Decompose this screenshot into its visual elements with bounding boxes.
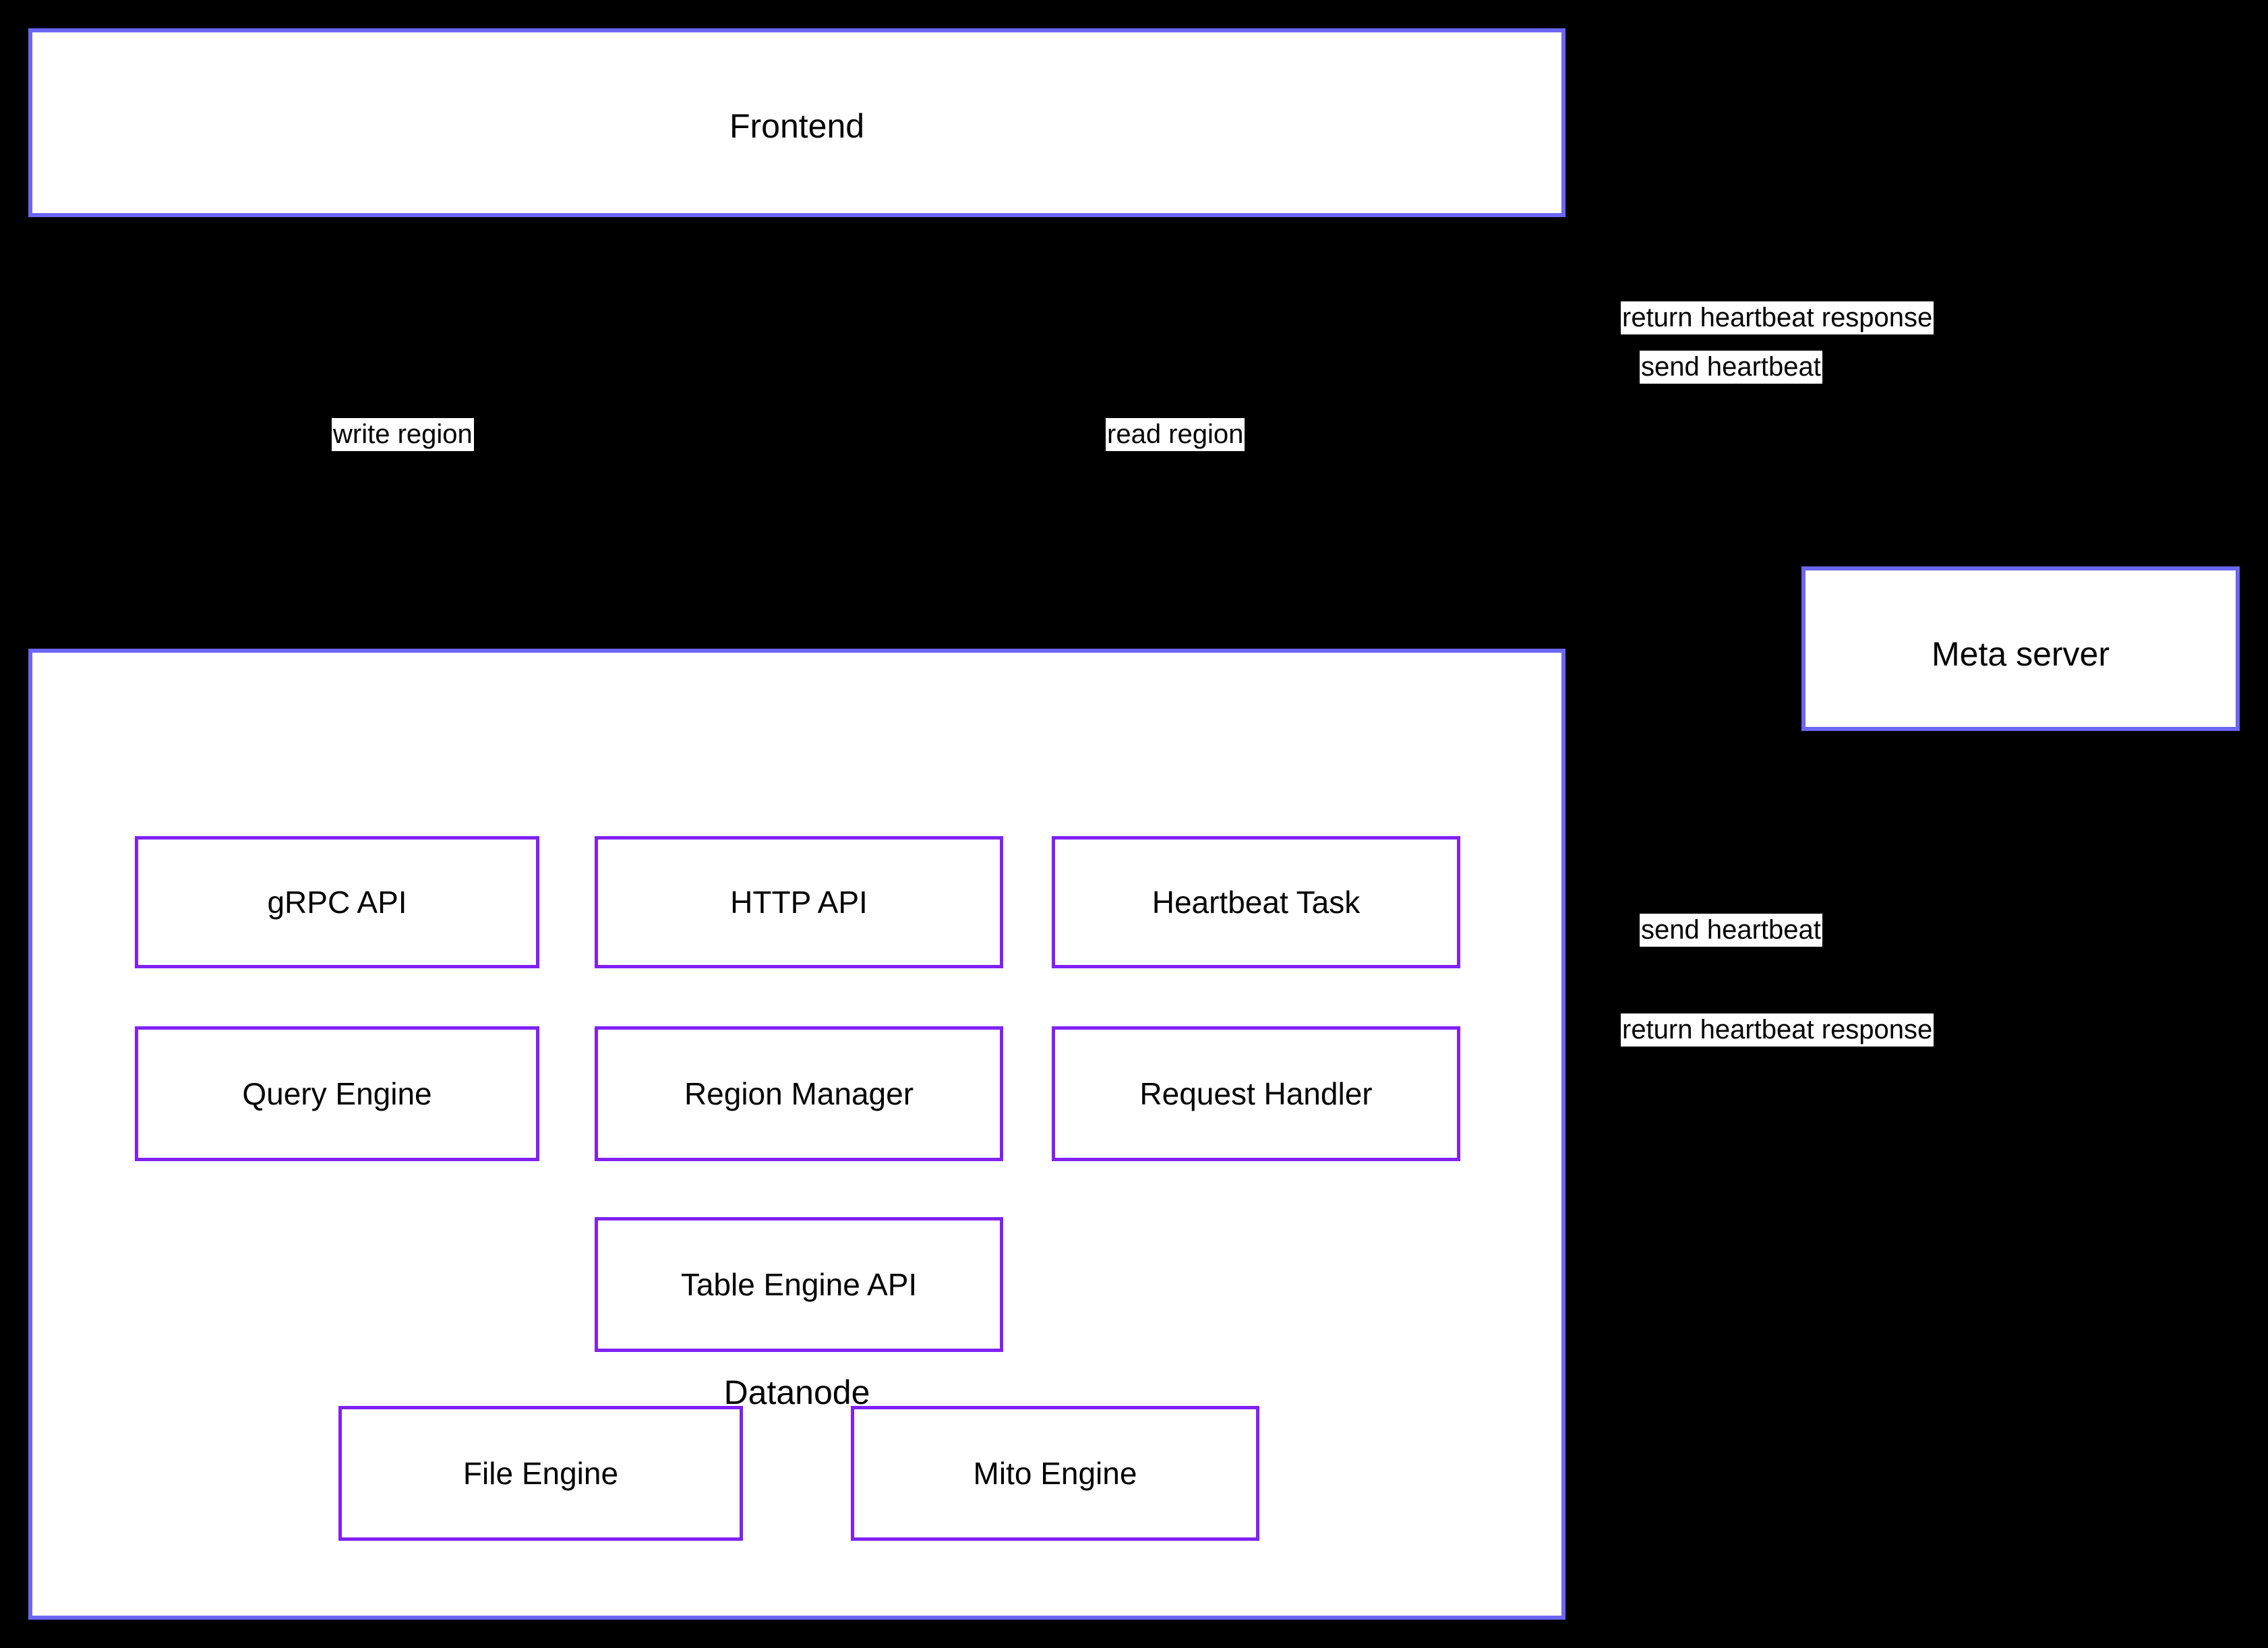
mito-engine-label: Mito Engine xyxy=(973,1455,1137,1491)
frontend-node[interactable]: Frontend xyxy=(28,28,1565,217)
request-handler-label: Request Handler xyxy=(1139,1076,1373,1111)
datanode-label: Datanode xyxy=(723,1374,870,1411)
edge-label-read-region: read region xyxy=(1106,418,1245,452)
heartbeat-task-label: Heartbeat Task xyxy=(1152,884,1361,920)
http-api-label: HTTP API xyxy=(730,884,868,920)
datanode-component-table-engine-api[interactable]: Table Engine API xyxy=(595,1217,1003,1352)
edge-label-return-heartbeat-response-bottom: return heartbeat response xyxy=(1621,1013,1934,1047)
file-engine-label: File Engine xyxy=(462,1455,619,1491)
datanode-component-request-handler[interactable]: Request Handler xyxy=(1052,1026,1460,1161)
datanode-component-heartbeat-task[interactable]: Heartbeat Task xyxy=(1052,836,1460,968)
datanode-component-mito-engine[interactable]: Mito Engine xyxy=(851,1406,1259,1541)
datanode-component-query-engine[interactable]: Query Engine xyxy=(135,1026,539,1161)
datanode-component-region-manager[interactable]: Region Manager xyxy=(595,1026,1003,1161)
grpc-api-label: gRPC API xyxy=(267,884,407,920)
meta-server-node[interactable]: Meta server xyxy=(1801,566,2240,731)
edge-label-send-heartbeat-bottom: send heartbeat xyxy=(1640,914,1822,947)
query-engine-label: Query Engine xyxy=(242,1076,432,1111)
edge-label-send-heartbeat-top: send heartbeat xyxy=(1640,351,1822,384)
datanode-component-file-engine[interactable]: File Engine xyxy=(338,1406,743,1541)
edge-label-return-heartbeat-response-top: return heartbeat response xyxy=(1621,301,1934,335)
table-engine-api-label: Table Engine API xyxy=(680,1266,918,1302)
meta-server-label: Meta server xyxy=(1932,635,2110,673)
edge-label-write-region: write region xyxy=(332,418,474,452)
datanode-component-http-api[interactable]: HTTP API xyxy=(595,836,1003,968)
region-manager-label: Region Manager xyxy=(684,1076,914,1111)
datanode-component-grpc-api[interactable]: gRPC API xyxy=(135,836,539,968)
frontend-label: Frontend xyxy=(729,107,865,145)
